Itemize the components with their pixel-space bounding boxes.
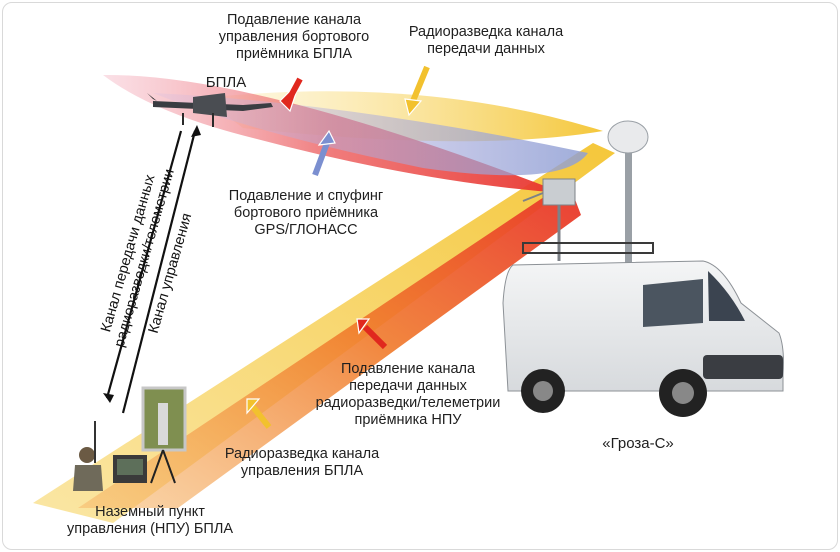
label-spoofing: Подавление и спуфинг бортового приёмника… <box>221 188 391 239</box>
label-line: Радиоразведка канала <box>408 24 564 40</box>
label-line: Наземный пункт <box>95 504 205 520</box>
label-line: передачи данных <box>349 378 467 394</box>
pointer-arrow-suppress-telemetry <box>356 318 388 350</box>
label-line: Радиоразведка канала <box>224 446 380 462</box>
label-line: управления бортового <box>218 29 370 45</box>
label-suppress-telemetry: Подавление канала передачи данных радиор… <box>313 361 503 429</box>
label-line: приёмника НПУ <box>354 412 462 428</box>
label-line: Подавление канала <box>340 361 476 377</box>
label-line: передачи данных <box>427 41 545 57</box>
pointer-arrow-spoofing <box>312 129 336 177</box>
label-line: управления (НПУ) БПЛА <box>66 521 234 537</box>
label-text: «Гроза-С» <box>602 435 674 452</box>
label-recon-data: Радиоразведка канала передачи данных <box>401 24 571 58</box>
label-uav: БПЛА <box>196 74 256 91</box>
downlink-arrow <box>103 130 183 403</box>
pointer-arrow-recon-data <box>404 65 430 117</box>
label-ground-station: Наземный пункт управления (НПУ) БПЛА <box>55 504 245 538</box>
pointer-arrow-suppress-control <box>279 77 303 113</box>
beam-suppress-telemetry <box>78 181 581 508</box>
label-suppress-control: Подавление канала управления бортового п… <box>199 12 389 63</box>
pointer-arrow-recon-control <box>246 398 272 429</box>
label-text: БПЛА <box>205 74 247 91</box>
label-vehicle-name: «Гроза-С» <box>583 435 693 452</box>
label-line: радиоразведки/телеметрии <box>315 395 501 411</box>
label-line: Подавление и спуфинг <box>228 188 384 204</box>
van-icon <box>502 120 784 417</box>
ground-station-icon <box>73 386 187 491</box>
label-line: Подавление канала <box>226 12 362 28</box>
label-line: приёмника БПЛА <box>235 46 353 62</box>
label-recon-control: Радиоразведка канала управления БПЛА <box>217 446 387 480</box>
scene-graphics <box>33 65 784 523</box>
uav-icon <box>147 93 273 127</box>
uplink-arrow <box>121 125 201 414</box>
beam-spoofing <box>153 93 588 176</box>
label-line: управления БПЛА <box>240 463 364 479</box>
label-line: GPS/ГЛОНАСС <box>254 222 358 238</box>
label-line: бортового приёмника <box>233 205 379 221</box>
